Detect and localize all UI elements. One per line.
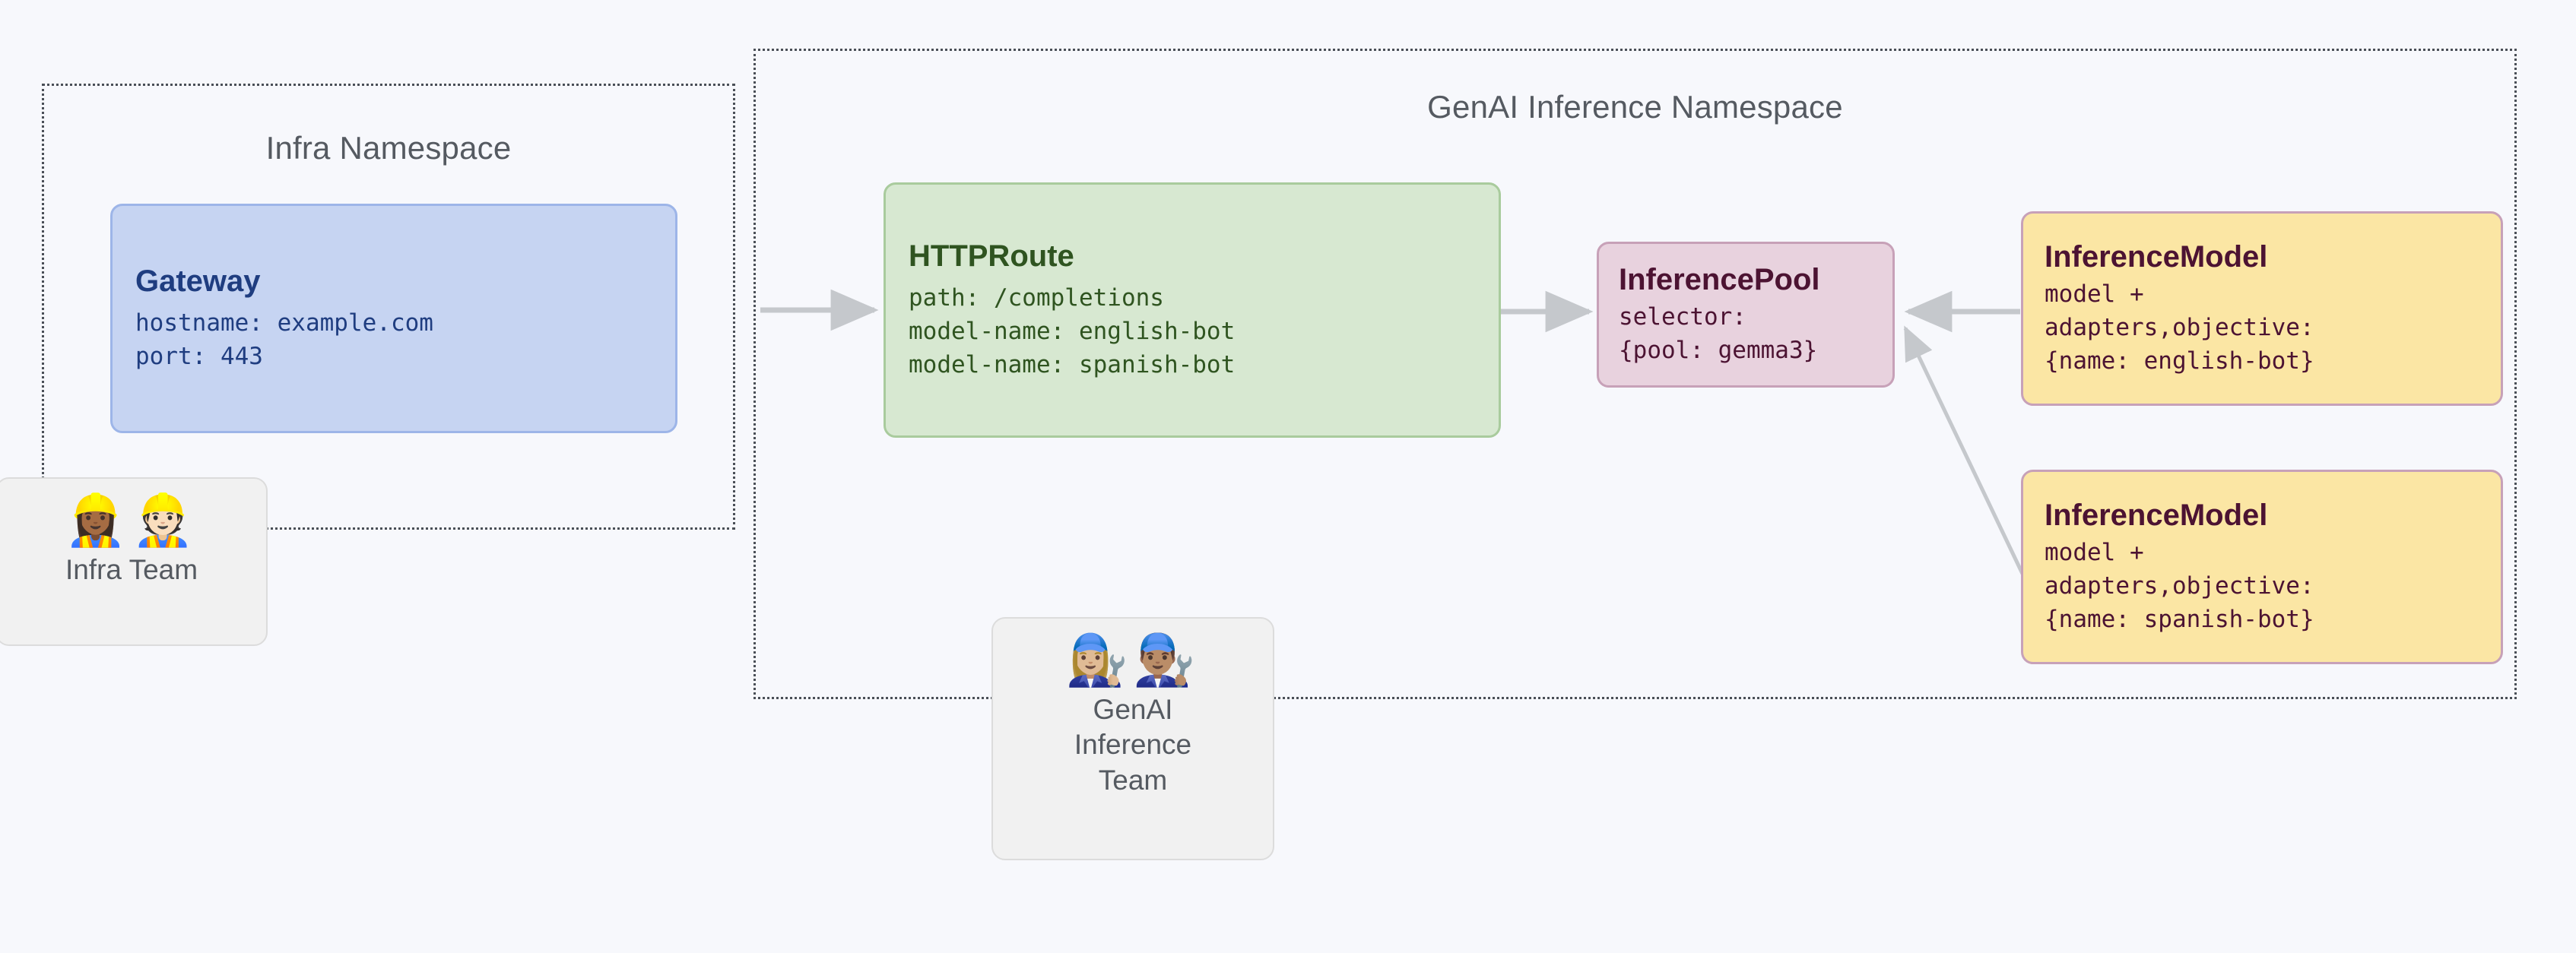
inferencemodel-body: model + adapters,objective: {name: engli…: [2045, 280, 2314, 375]
mechanic-icon: 👩🏼‍🔧👨🏽‍🔧: [1065, 632, 1201, 688]
namespace-infra-title: Infra Namespace: [265, 130, 512, 166]
namespace-genai-inference-title: GenAI Inference Namespace: [1427, 89, 1843, 125]
inferencemodel-body: model + adapters,objective: {name: spani…: [2045, 538, 2314, 633]
construction-worker-icon: 👷🏾‍♀️👷🏻: [64, 492, 199, 548]
inferencemodel-title: InferenceModel: [2045, 498, 2268, 532]
gateway-body: hostname: example.com port: 443: [135, 309, 433, 370]
gateway-node[interactable]: Gateway hostname: example.com port: 443: [110, 204, 677, 433]
genai-inference-team-label: GenAI Inference Team: [1074, 693, 1192, 796]
httproute-node[interactable]: HTTPRoute path: /completions model-name:…: [884, 182, 1501, 438]
inferencemodel-node-english-bot[interactable]: InferenceModel model + adapters,objectiv…: [2021, 211, 2503, 406]
namespace-infra: Infra Namespace: [42, 84, 735, 530]
inferencepool-node[interactable]: InferencePool selector: {pool: gemma3}: [1597, 242, 1895, 388]
httproute-title: HTTPRoute: [909, 239, 1074, 273]
gateway-title: Gateway: [135, 264, 261, 298]
inferencepool-body: selector: {pool: gemma3}: [1619, 302, 1818, 364]
infra-team-badge[interactable]: 👷🏾‍♀️👷🏻 Infra Team: [0, 477, 268, 646]
inferencemodel-title: InferenceModel: [2045, 239, 2268, 274]
infra-team-label: Infra Team: [65, 553, 198, 585]
httproute-body: path: /completions model-name: english-b…: [909, 283, 1236, 378]
inferencemodel-node-spanish-bot[interactable]: InferenceModel model + adapters,objectiv…: [2021, 470, 2503, 664]
namespace-genai-inference: GenAI Inference Namespace: [753, 49, 2517, 699]
inferencepool-title: InferencePool: [1619, 262, 1820, 296]
genai-inference-team-badge[interactable]: 👩🏼‍🔧👨🏽‍🔧 GenAI Inference Team: [991, 617, 1274, 860]
